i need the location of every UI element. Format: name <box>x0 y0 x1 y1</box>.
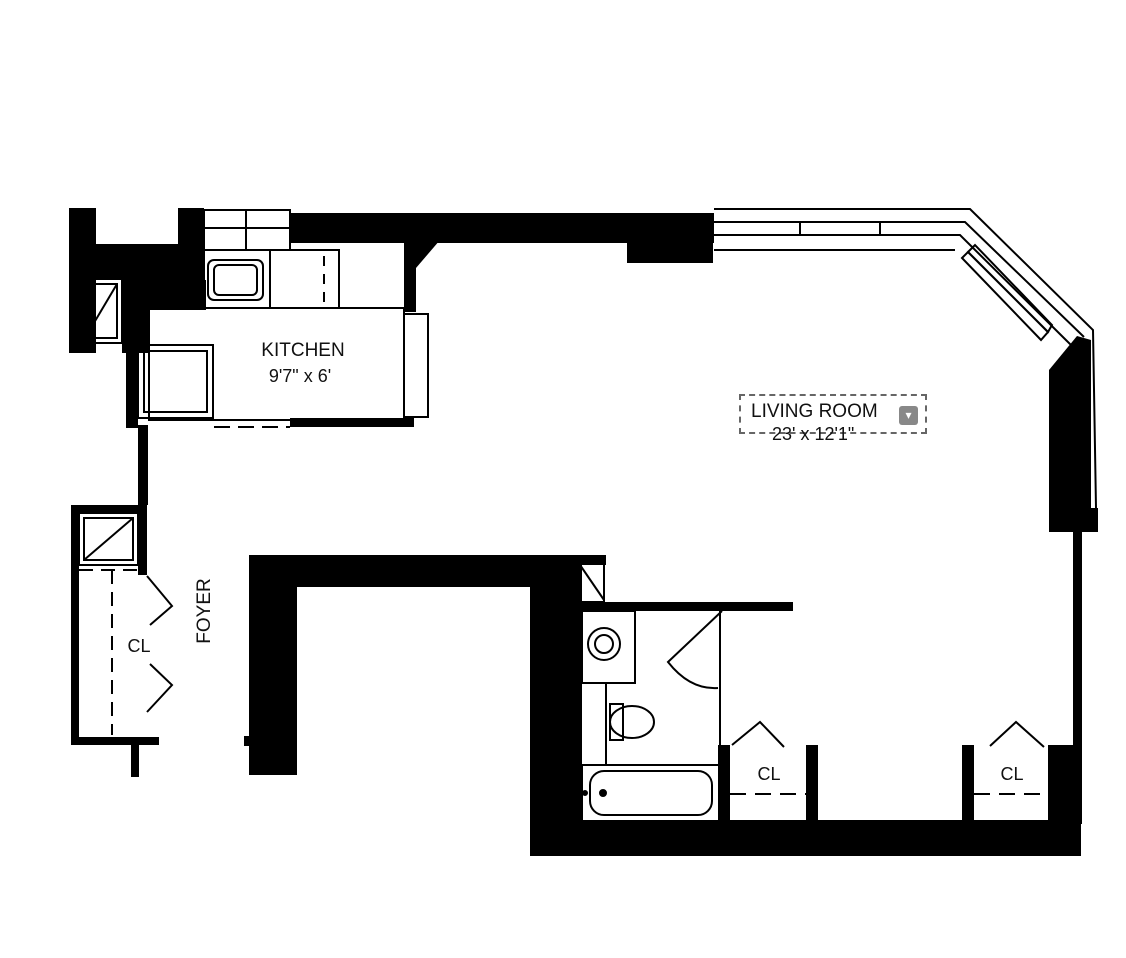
living-room-label: LIVING ROOM <box>751 401 878 422</box>
wall-left-vertical <box>138 425 148 505</box>
wall-central-left <box>249 555 297 775</box>
foyer-label: FOYER <box>194 578 215 643</box>
foyer-closet-label: CL <box>127 636 150 656</box>
shaft-upper-left <box>79 278 123 344</box>
lower-closets <box>730 720 1048 795</box>
chevron-down-icon[interactable]: ▾ <box>899 406 918 425</box>
shafts <box>78 278 605 603</box>
kitchen-pantry <box>148 307 405 421</box>
kitchen-cabinet <box>403 313 429 418</box>
wall-bottom <box>530 820 1081 856</box>
foyer-closet <box>79 569 174 735</box>
windows <box>203 208 1097 509</box>
window-living-top <box>714 208 1097 509</box>
wall-foyer-closet-bottom <box>71 737 159 745</box>
wall-right-column <box>1049 336 1091 530</box>
wall-left-upper-column <box>69 208 96 353</box>
wall-kitchen-left-block <box>138 280 206 310</box>
wall-foyer-closet-stub <box>131 737 139 777</box>
closet-mid-door <box>731 720 785 748</box>
foyer-closet-door-bottom <box>146 663 174 713</box>
wall-kitchen-partition <box>404 213 440 312</box>
wall-right-column-base <box>1049 508 1098 532</box>
wall-central-top <box>249 555 579 587</box>
bath-closet-label: CL <box>757 764 780 784</box>
wall-foyer-closet-right <box>138 505 147 575</box>
bath-door-swing <box>666 610 723 690</box>
wall-bath-top <box>582 602 793 611</box>
bath-vanity <box>581 610 636 684</box>
closet-right-door <box>989 720 1045 748</box>
wall-kitchen-bottom <box>290 418 414 427</box>
wall-foyer-closet-top <box>71 505 141 513</box>
kitchen-label: KITCHEN <box>261 340 344 361</box>
kitchen-fixtures <box>137 249 429 428</box>
bathroom <box>581 610 723 822</box>
wall-foyer-closet-left <box>71 505 79 745</box>
wall-central-right <box>530 555 582 855</box>
bath-sink <box>587 627 621 661</box>
foyer-closet-door-top <box>146 575 174 626</box>
living-room-label-box[interactable]: LIVING ROOM ▾ <box>739 394 927 434</box>
shaft-bath <box>577 559 605 603</box>
bath-toilet <box>609 705 655 739</box>
kitchen-refrigerator <box>137 344 214 419</box>
walls <box>69 208 1098 856</box>
wall-central-left-nub <box>244 736 252 746</box>
window-living-corner <box>960 250 1050 342</box>
kitchen-dimensions: 9'7" x 6' <box>269 366 331 386</box>
wall-top-lower-block <box>627 213 713 263</box>
shaft-foyer <box>78 512 139 566</box>
wall-kitchen-left <box>126 340 138 428</box>
kitchen-sink <box>207 259 264 301</box>
wall-closet-right-left <box>962 745 974 823</box>
right-closet-label: CL <box>1000 764 1023 784</box>
wall-right <box>1073 532 1082 824</box>
wall-closet-mid-right <box>806 745 818 823</box>
living-room-dimensions: 23' x 12'1" <box>772 424 855 444</box>
